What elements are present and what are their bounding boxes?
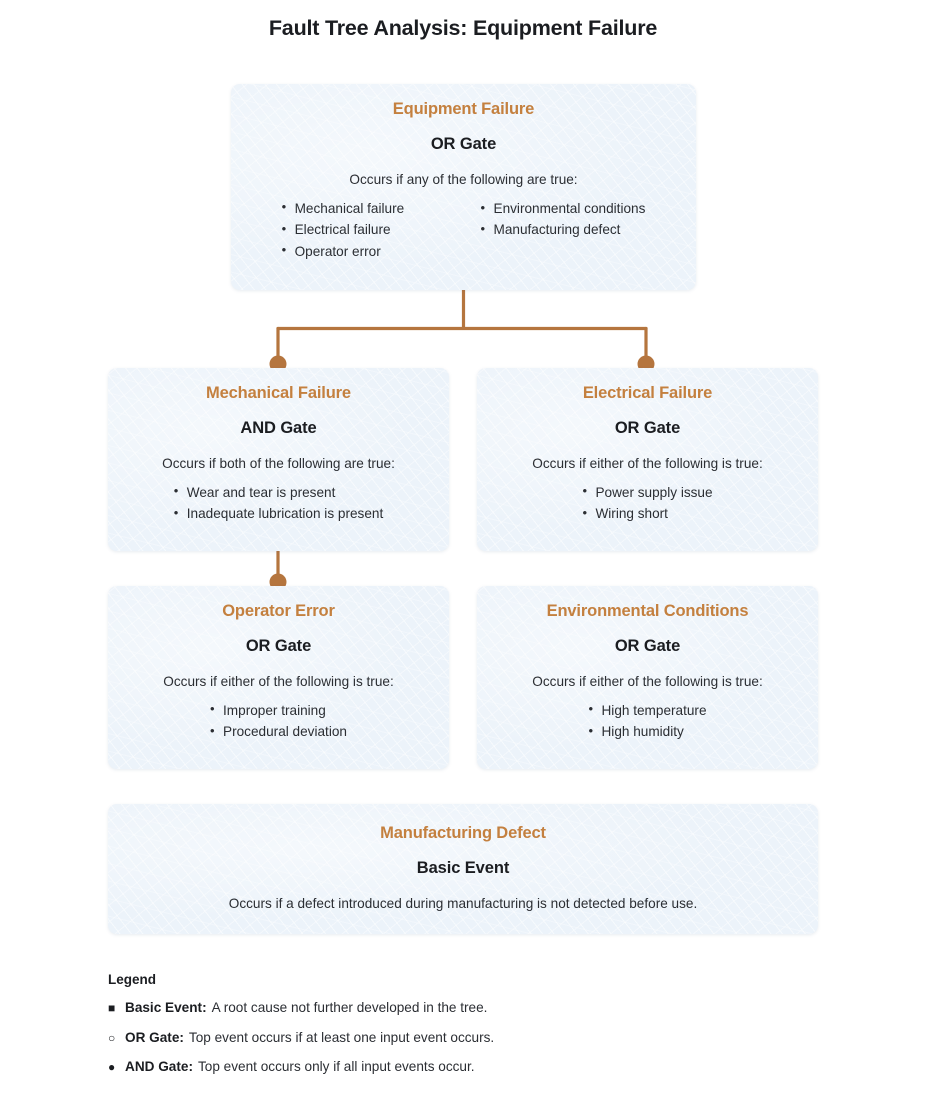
node-title: Operator Error [222, 602, 335, 620]
list-item: Inadequate lubrication is present [174, 503, 384, 524]
node-manufacturing-defect[interactable]: Manufacturing Defect Basic Event Occurs … [108, 804, 818, 934]
node-description: Occurs if either of the following is tru… [532, 673, 763, 689]
node-condition-list: Mechanical failure Electrical failure Op… [282, 197, 646, 262]
legend-item-and-gate: ● AND Gate: Top event occurs only if all… [108, 1057, 848, 1077]
legend-description: Top event occurs only if all input event… [197, 1059, 475, 1075]
node-gate-type: OR Gate [430, 135, 497, 154]
legend-description: A root cause not further developed in th… [211, 1000, 488, 1015]
list-item: Power supply issue [582, 481, 712, 503]
node-condition-list: Improper training Procedural deviation [210, 699, 347, 743]
node-condition-list: High temperature High humidity [588, 699, 706, 743]
list-item: Wiring short [582, 503, 712, 524]
node-description: Occurs if either of the following is tru… [163, 673, 394, 689]
legend: Legend ■ Basic Event: A root cause not f… [108, 972, 848, 1087]
node-mechanical-failure[interactable]: Mechanical Failure AND Gate Occurs if bo… [108, 368, 449, 551]
node-title: Electrical Failure [582, 384, 713, 402]
list-item: Improper training [210, 699, 347, 721]
legend-item-or-gate: ○ OR Gate: Top event occurs if at least … [108, 1028, 848, 1048]
legend-term: OR Gate: [125, 1029, 184, 1045]
list-item: Manufacturing defect [481, 219, 646, 240]
page-title: Fault Tree Analysis: Equipment Failure [268, 16, 658, 40]
legend-term: Basic Event: [125, 1000, 207, 1015]
list-item: High temperature [588, 699, 706, 721]
list-item: Electrical failure [282, 219, 447, 240]
node-gate-type: OR Gate [245, 637, 312, 656]
node-gate-type: AND Gate [240, 419, 317, 438]
node-title: Mechanical Failure [206, 384, 351, 402]
list-item: Mechanical failure [282, 197, 447, 219]
filled-circle-icon: ● [108, 1060, 116, 1075]
node-description: Occurs if either of the following is tru… [532, 455, 763, 471]
node-equipment-failure[interactable]: Equipment Failure OR Gate Occurs if any … [231, 84, 696, 290]
node-electrical-failure[interactable]: Electrical Failure OR Gate Occurs if eit… [477, 368, 818, 551]
node-environmental-conditions[interactable]: Environmental Conditions OR Gate Occurs … [477, 586, 818, 769]
legend-heading: Legend [108, 972, 157, 987]
list-item: Environmental conditions [481, 197, 646, 219]
node-title: Environmental Conditions [546, 602, 749, 620]
node-description: Occurs if a defect introduced during man… [228, 895, 698, 911]
node-title: Manufacturing Defect [380, 824, 546, 842]
node-condition-list: Power supply issue Wiring short [582, 481, 712, 525]
node-condition-list: Wear and tear is present Inadequate lubr… [174, 481, 384, 525]
list-item: Procedural deviation [210, 721, 347, 742]
hollow-circle-icon: ○ [108, 1030, 116, 1045]
node-gate-type: OR Gate [614, 637, 681, 656]
list-item: High humidity [588, 721, 706, 742]
node-title: Equipment Failure [392, 100, 535, 118]
node-gate-type: Basic Event [416, 859, 510, 878]
node-gate-type: OR Gate [614, 419, 681, 438]
node-operator-error[interactable]: Operator Error OR Gate Occurs if either … [108, 586, 449, 769]
node-description: Occurs if any of the following are true: [349, 171, 578, 187]
legend-term: AND Gate: [125, 1059, 193, 1075]
node-description: Occurs if both of the following are true… [162, 455, 395, 471]
list-item: Operator error [282, 240, 447, 262]
list-item: Wear and tear is present [174, 481, 384, 503]
legend-item-basic-event: ■ Basic Event: A root cause not further … [108, 998, 848, 1018]
legend-description: Top event occurs if at least one input e… [188, 1029, 495, 1045]
filled-square-icon: ■ [108, 1001, 116, 1015]
